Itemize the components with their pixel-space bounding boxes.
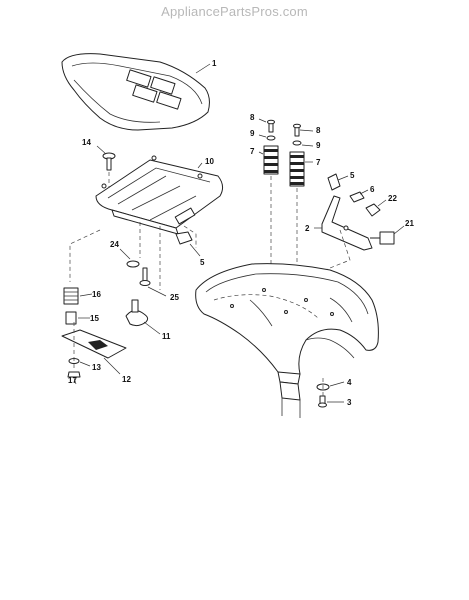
nut-6: [349, 191, 365, 203]
callout-nut-6: 6: [370, 185, 375, 194]
clip-5-left-part: [175, 225, 201, 257]
fender-body-part: [195, 263, 379, 418]
callout-washer-4: 4: [347, 378, 352, 387]
bolt-3-part: [318, 378, 344, 408]
callout-spring-16: 16: [92, 290, 101, 299]
spring-16: [63, 287, 93, 305]
washer-13: [68, 358, 91, 367]
site-watermark: AppliancePartsPros.com: [161, 4, 308, 19]
callout-bracket-2: 2: [305, 224, 310, 233]
callout-seat: 1: [212, 59, 217, 68]
seat-pan-part: [95, 155, 224, 235]
callout-nut-22: 22: [388, 194, 397, 203]
knob-11: [125, 299, 161, 335]
callout-spring-7-right: 7: [316, 158, 321, 167]
callout-clip-5-left: 5: [200, 258, 205, 267]
spring-stack-right: [289, 123, 314, 278]
bolt-14-part: [96, 145, 116, 188]
callout-washer-9-left: 9: [250, 129, 255, 138]
callout-screw-8-right: 8: [316, 126, 321, 135]
washer-4-part: [316, 381, 345, 391]
seat-part: [61, 53, 211, 131]
bracket-2: [299, 195, 373, 293]
callout-screw-8-left: 8: [250, 113, 255, 122]
callout-clip-5-right: 5: [350, 171, 355, 180]
callout-bolt-14: 14: [82, 138, 91, 147]
spacer-15: [65, 311, 90, 325]
bolt-21: [370, 225, 405, 245]
callout-screw-25: 25: [170, 293, 179, 302]
right-hardware: [299, 173, 405, 293]
screw-25: [139, 267, 167, 297]
callout-spacer-15: 15: [90, 314, 99, 323]
callout-bracket-12: 12: [122, 375, 131, 384]
nut-17: [67, 371, 81, 385]
clip-5-right: [327, 173, 341, 191]
washer-24: [126, 260, 140, 268]
bracket-12: [61, 329, 127, 375]
callout-knob-11: 11: [162, 332, 171, 341]
callout-washer-24: 24: [110, 240, 119, 249]
callout-bolt-21: 21: [405, 219, 414, 228]
left-hardware-stack: [61, 222, 167, 385]
callout-washer-9-right: 9: [316, 141, 321, 150]
callout-nut-17: 17: [68, 376, 77, 385]
spring-stack-left: [258, 118, 279, 268]
callout-seat-pan: 10: [205, 157, 214, 166]
callout-spring-7-left: 7: [250, 147, 255, 156]
callout-bolt-3: 3: [347, 398, 352, 407]
callout-washer-13: 13: [92, 363, 101, 372]
nut-22: [365, 203, 381, 217]
